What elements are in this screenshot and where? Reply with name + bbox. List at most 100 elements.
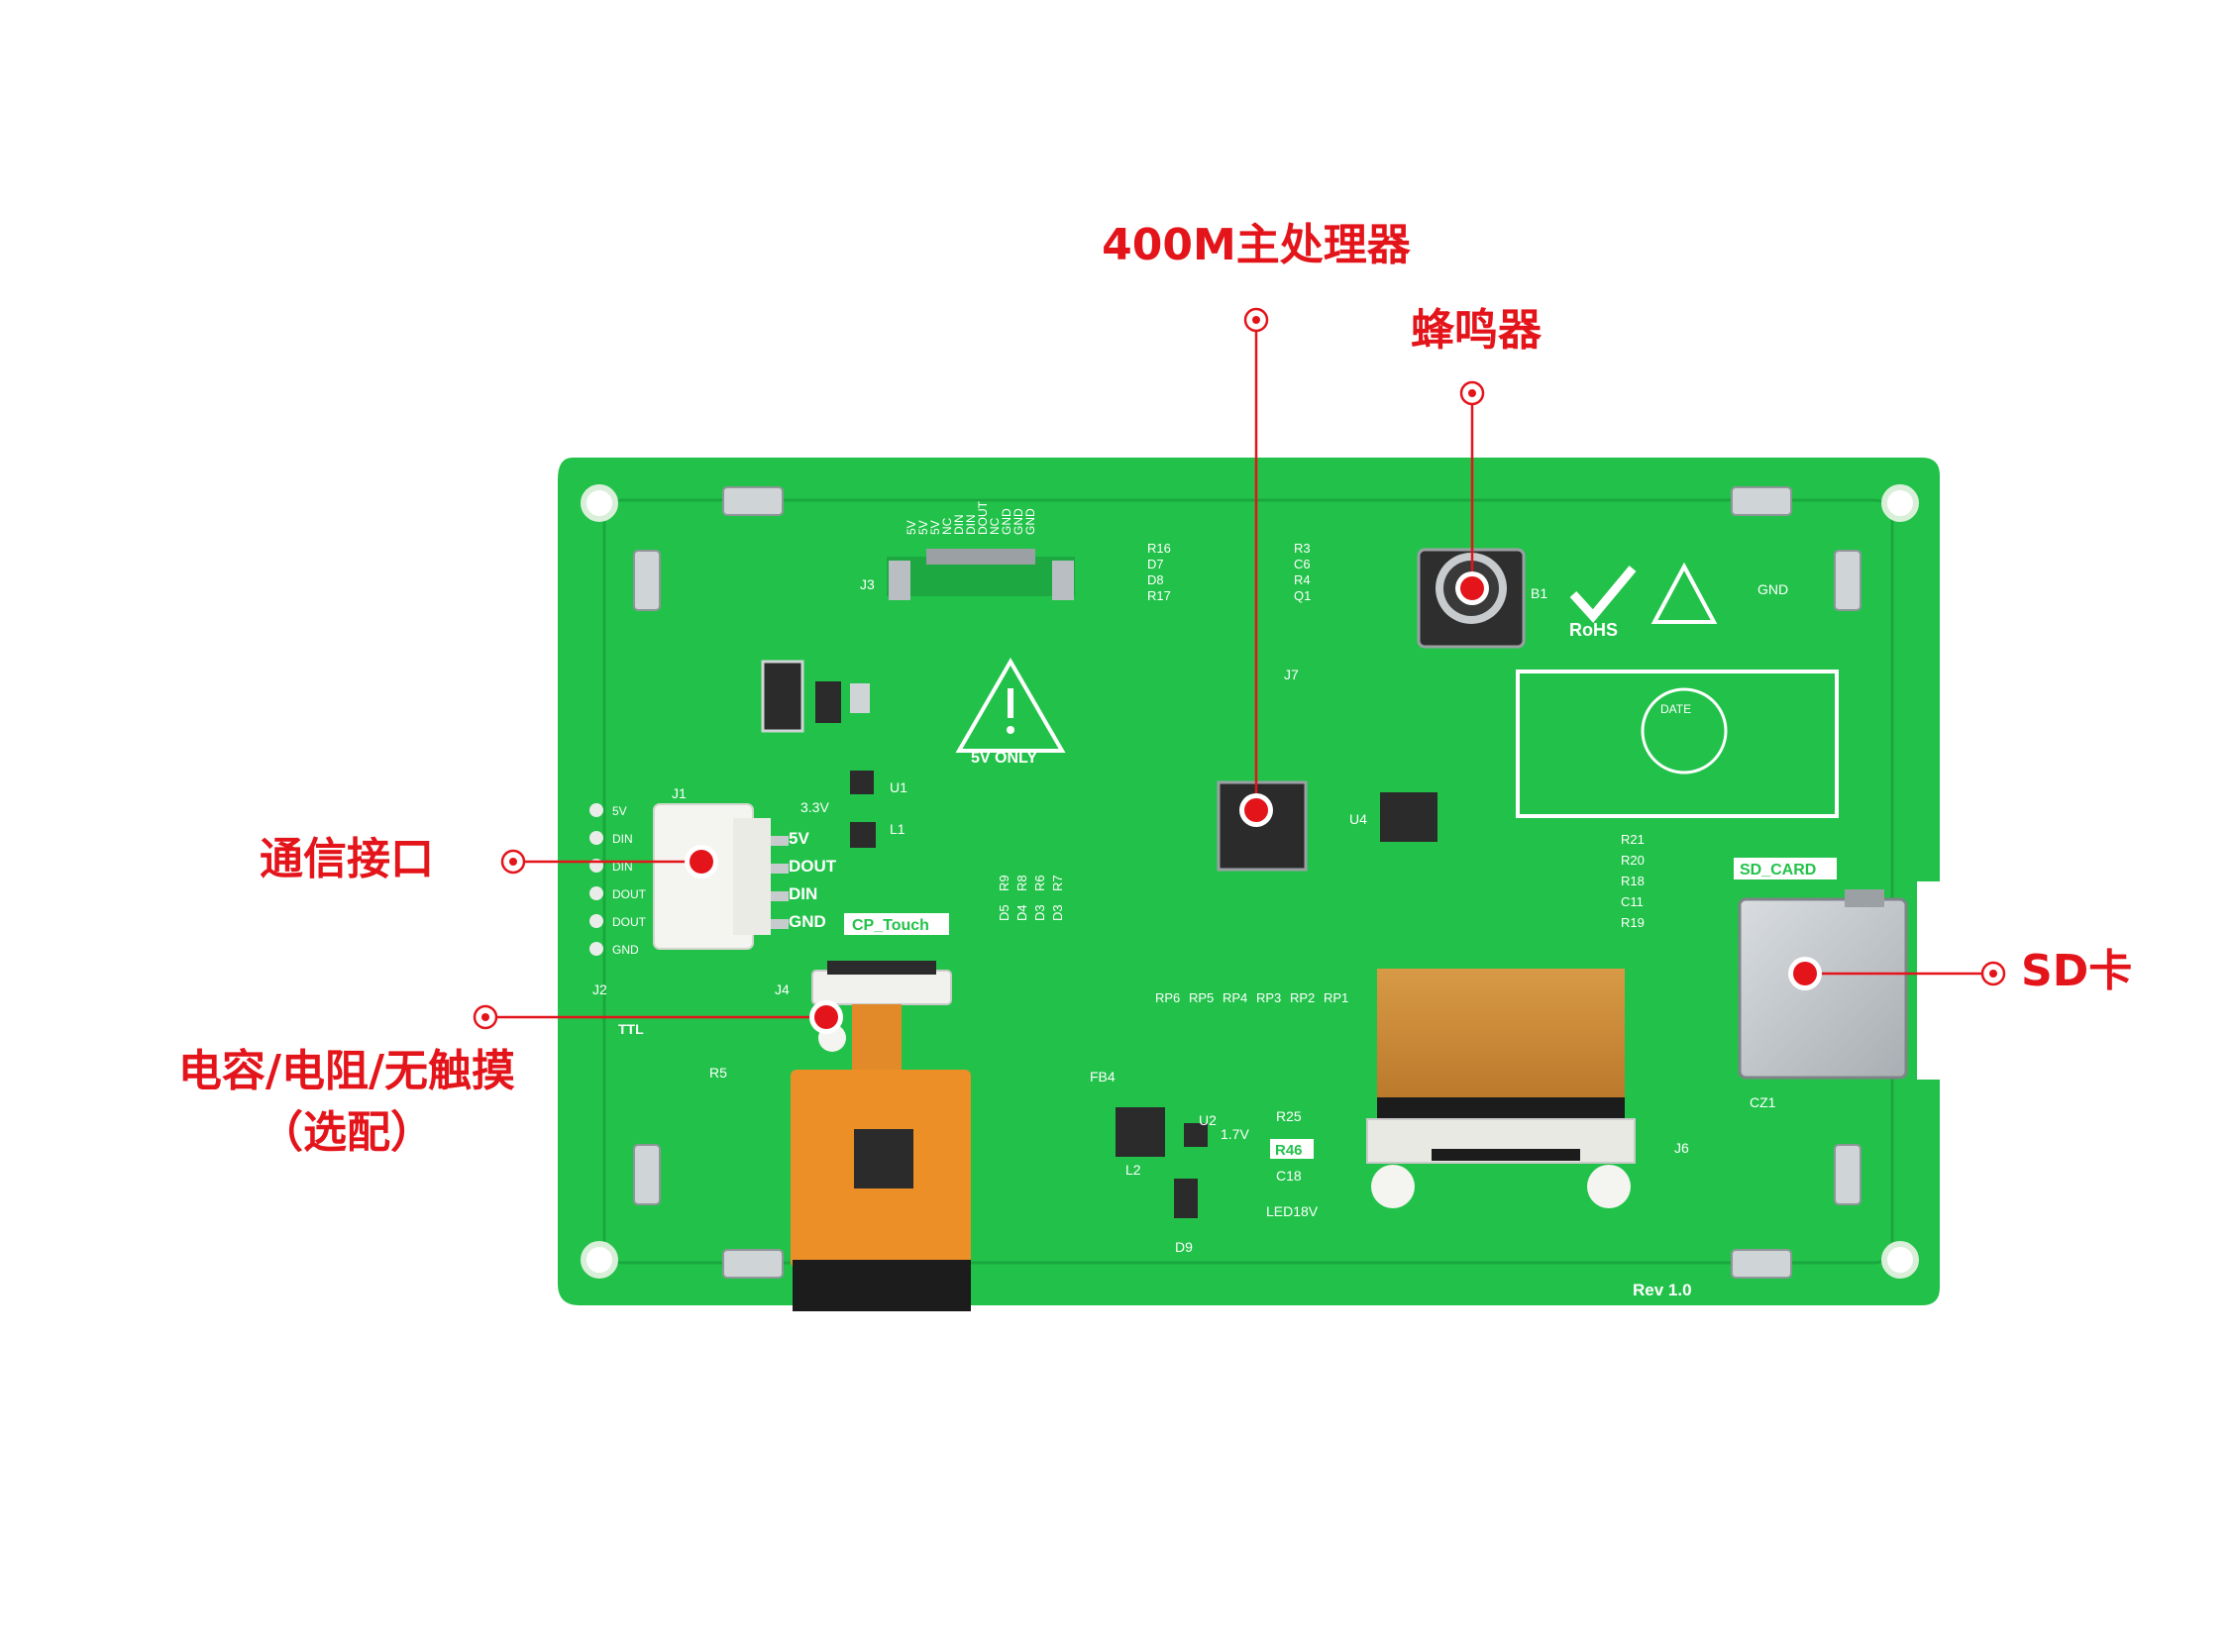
col-ref-2: R8 xyxy=(1014,875,1029,891)
j2-pin-4: DOUT xyxy=(612,887,647,901)
b1-label: B1 xyxy=(1531,585,1547,601)
esd-symbol-icon xyxy=(1650,562,1718,624)
l1-label: L1 xyxy=(890,821,905,837)
warning-label: 5V ONLY xyxy=(971,750,1037,767)
j2-pin-3: DIN xyxy=(612,860,633,874)
top-left-ref-1: R16 xyxy=(1147,541,1171,556)
u4-label: U4 xyxy=(1349,811,1367,827)
date-label: DATE xyxy=(1660,702,1691,716)
j3-pin-10: GND xyxy=(1011,508,1025,535)
top-mid-ref-3: R4 xyxy=(1294,572,1311,587)
mounting-holes xyxy=(581,484,1919,1279)
rev-label: Rev 1.0 xyxy=(1633,1281,1692,1299)
callout-touch-line1: 电容/电阻/无触摸 xyxy=(177,1046,516,1096)
d9-diode xyxy=(1174,1179,1198,1218)
u1-regulator xyxy=(850,771,874,794)
sd-card-box xyxy=(1734,858,1837,879)
r5-label: R5 xyxy=(709,1065,727,1081)
j2-pin-2: DIN xyxy=(612,832,633,846)
j3-pin-4: NC xyxy=(940,517,954,535)
j3-pin-6: DIN xyxy=(964,514,978,535)
cz1-label: CZ1 xyxy=(1750,1094,1776,1110)
ttl-label: TTL xyxy=(618,1021,644,1037)
rp-ref-6: RP1 xyxy=(1324,990,1348,1005)
callout-sd-card: SD卡 xyxy=(2021,946,2133,996)
col-ref2-3: D3 xyxy=(1032,904,1047,921)
j7-label: J7 xyxy=(1284,667,1299,682)
j3-pin-1: 5V xyxy=(905,520,918,535)
top-mid-ref-2: C6 xyxy=(1294,557,1311,571)
rp-ref-5: RP2 xyxy=(1290,990,1315,1005)
j1-pin-1: 5V xyxy=(789,829,809,848)
j4-connector xyxy=(811,970,952,1005)
callout-markers xyxy=(473,307,2006,1034)
touch-fpc xyxy=(791,1004,971,1311)
r25-label: R25 xyxy=(1276,1108,1302,1124)
j1-connector xyxy=(653,803,789,950)
top-left-ref-2: D7 xyxy=(1147,557,1164,571)
rp-ref-3: RP4 xyxy=(1223,990,1247,1005)
j3-pin-8: NC xyxy=(988,517,1002,535)
label-area xyxy=(1516,670,1839,818)
rp-ref-4: RP3 xyxy=(1256,990,1281,1005)
col-ref-4: R7 xyxy=(1050,875,1065,891)
j3-label: J3 xyxy=(860,576,875,592)
u2-chip xyxy=(1184,1123,1208,1147)
callout-leaders xyxy=(485,320,1993,1019)
c1-cap xyxy=(850,683,870,713)
v33-label: 3.3V xyxy=(800,799,829,815)
top-mid-ref-1: R3 xyxy=(1294,541,1311,556)
sd-card-silk-label: SD_CARD xyxy=(1740,862,1816,878)
r46-box xyxy=(1270,1139,1314,1159)
u1-label: U1 xyxy=(890,779,907,795)
j2-label: J2 xyxy=(592,981,607,997)
r46-label: R46 xyxy=(1275,1142,1303,1159)
v17-label: 1.7V xyxy=(1221,1126,1249,1142)
right-ref-5: R19 xyxy=(1621,915,1645,930)
rohs-check-icon xyxy=(1569,566,1637,623)
callout-processor: 400M主处理器 xyxy=(1102,220,1411,270)
lcd-fpc xyxy=(1366,969,1636,1208)
frame-clips xyxy=(633,486,1862,1279)
rohs-label: RoHS xyxy=(1569,620,1618,640)
j3-pin-3: 5V xyxy=(928,520,942,535)
callout-touch-line2: （选配） xyxy=(260,1107,434,1158)
j4-label: J4 xyxy=(775,981,790,997)
rp-ref-2: RP5 xyxy=(1189,990,1214,1005)
j2-pads xyxy=(589,803,603,956)
right-ref-1: R21 xyxy=(1621,832,1645,847)
j3-pin-11: GND xyxy=(1023,508,1037,535)
j2-pin-1: 5V xyxy=(612,804,627,818)
callout-comm-interface: 通信接口 xyxy=(260,834,434,884)
col-ref2-4: D3 xyxy=(1050,904,1065,921)
right-ref-3: R18 xyxy=(1621,874,1645,888)
callout-buzzer: 蜂鸣器 xyxy=(1411,305,1542,356)
j3-pin-9: GND xyxy=(1000,508,1013,535)
u2-label: U2 xyxy=(1199,1112,1217,1128)
col-ref-1: R9 xyxy=(997,875,1011,891)
top-left-ref-4: R17 xyxy=(1147,588,1171,603)
col-ref2-2: D4 xyxy=(1014,904,1029,921)
l2-label: L2 xyxy=(1125,1162,1141,1178)
d9-label: D9 xyxy=(1175,1239,1193,1255)
fb4-label: FB4 xyxy=(1090,1069,1116,1084)
j1-pin-3: DIN xyxy=(789,884,817,903)
cp-touch-label: CP_Touch xyxy=(852,917,929,934)
j2-pin-5: DOUT xyxy=(612,915,647,929)
j1-pin-2: DOUT xyxy=(789,857,837,876)
j1-label: J1 xyxy=(672,785,687,801)
j3-pin-2: 5V xyxy=(916,520,930,535)
top-left-ref-3: D8 xyxy=(1147,572,1164,587)
j6-label: J6 xyxy=(1674,1140,1689,1156)
col-ref-3: R6 xyxy=(1032,875,1047,891)
j3-connector xyxy=(887,549,1075,600)
gnd-label: GND xyxy=(1757,581,1788,597)
right-ref-2: R20 xyxy=(1621,853,1645,868)
